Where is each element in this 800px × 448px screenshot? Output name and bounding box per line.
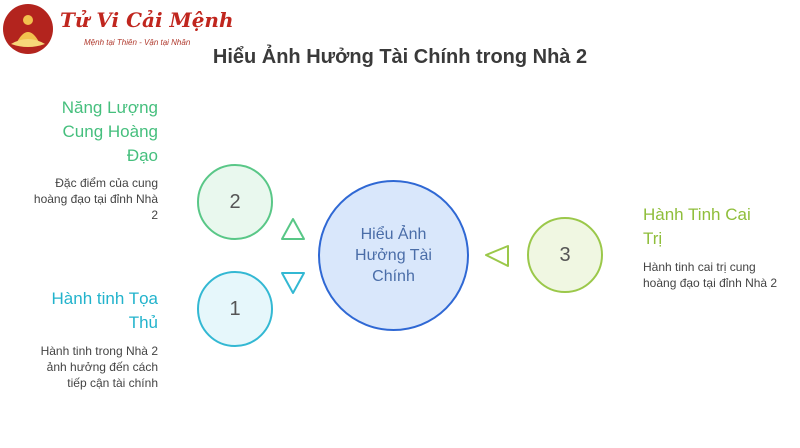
desc-occupying-planet: Hành tinh trong Nhà 2 ảnh hưởng đến cách…	[40, 344, 158, 390]
center-circle: Hiểu Ảnh Hưởng Tài Chính	[318, 180, 469, 331]
logo-title: Tử Vi Cải Mệnh	[60, 8, 234, 32]
step-circle-1: 1	[197, 271, 273, 347]
desc-zodiac-energy: Đặc điểm của cung hoàng đạo tại đỉnh Nhà…	[33, 176, 158, 222]
heading-occupying-planet: Hành tinh Tọa Thủ	[51, 289, 158, 332]
triangle-down-icon	[281, 272, 305, 294]
step-circle-2: 2	[197, 164, 273, 240]
desc-ruling-planet: Hành tinh cai trị cung hoàng đạo tại đỉn…	[643, 260, 778, 290]
heading-ruling-planet: Hành Tinh Cai Trị	[643, 205, 751, 248]
lotus-buddha-icon	[3, 4, 53, 54]
step-circle-3: 3	[527, 217, 603, 293]
logo-subtitle: Mệnh tại Thiên - Vận tại Nhân	[84, 38, 191, 47]
logo[interactable]: Tử Vi Cải Mệnh Mệnh tại Thiên - Vận tại …	[0, 0, 234, 56]
triangle-up-icon	[281, 218, 305, 240]
page-title: Hiểu Ảnh Hưởng Tài Chính trong Nhà 2	[212, 46, 588, 68]
triangle-left-icon	[485, 245, 509, 267]
heading-zodiac-energy: Năng Lượng Cung Hoàng Đạo	[61, 98, 158, 165]
